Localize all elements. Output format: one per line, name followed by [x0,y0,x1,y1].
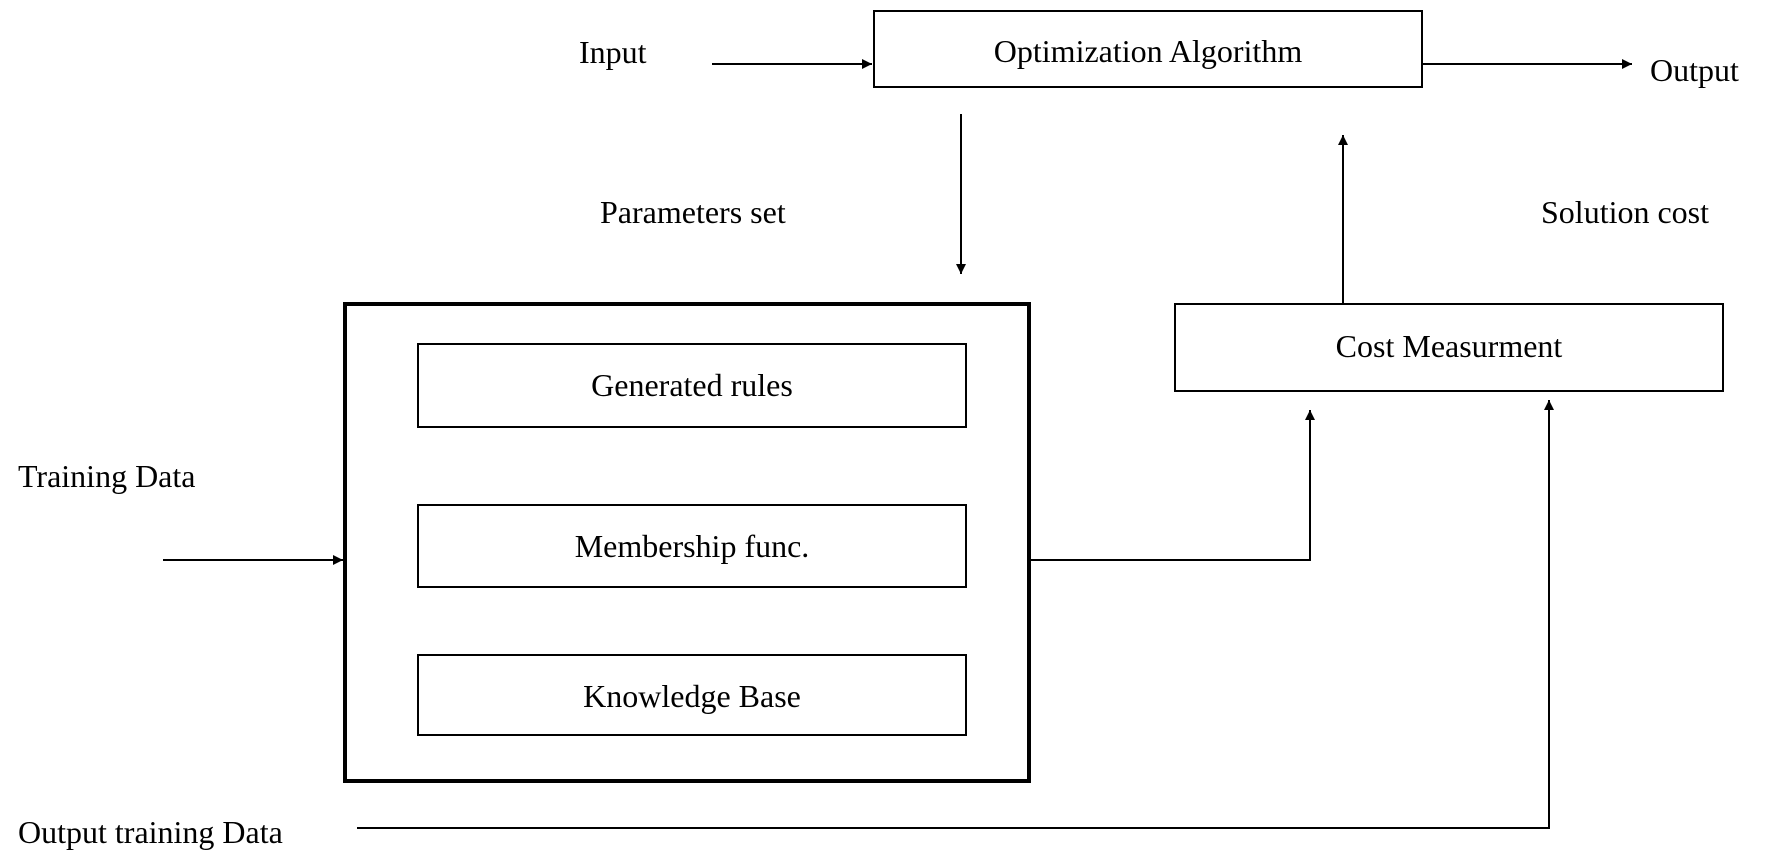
knowledge-base-box [417,654,967,736]
membership-func-label: Membership func. [574,528,810,564]
fuzzy-system-box [343,302,1031,783]
generated-rules-label: Generated rules [591,367,793,403]
generated-rules-box [417,343,967,428]
output-training-data-label: Output training Data [18,814,283,850]
knowledge-base-label: Knowledge Base [583,678,801,714]
cost-measurement-box [1174,303,1724,392]
input-label: Input [579,34,647,70]
parameters-set-label: Parameters set [600,194,786,230]
solution-cost-label: Solution cost [1541,194,1710,230]
membership-func-box [417,504,967,588]
output-label: Output [1650,52,1739,88]
cost-measurement-label: Cost Measurment [1335,328,1563,364]
output-training-data-arrow [357,400,1554,829]
optimization-algorithm-label: Optimization Algorithm [993,33,1303,69]
training-data-label: Training Data [18,458,196,494]
optimization-algorithm-box [873,10,1423,88]
fuzzy-to-cost-arrow [1031,410,1315,561]
